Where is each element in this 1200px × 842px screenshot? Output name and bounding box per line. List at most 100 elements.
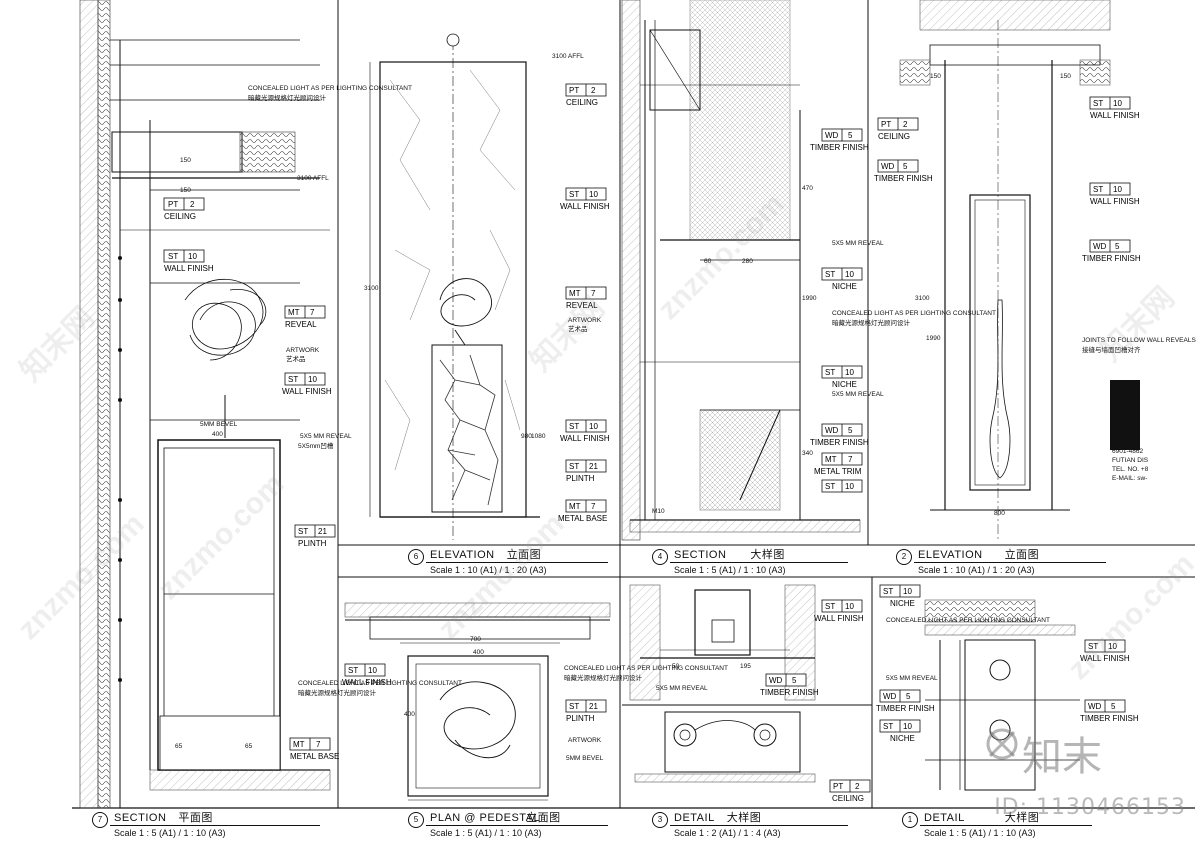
tag-label: REVEAL — [566, 301, 598, 310]
dimension: 3100 — [915, 295, 930, 302]
view-title-cn: 大样图 — [750, 549, 785, 561]
view-scale: Scale 1 : 5 (A1) / 1 : 10 (A3) — [674, 565, 786, 575]
material-tag: ST 21 PLINTH — [565, 459, 607, 483]
tag-label: TIMBER FINISH — [874, 174, 933, 183]
tag-label: WALL FINISH — [1090, 197, 1140, 206]
material-tag: ST 10 WALL FINISH — [1080, 639, 1130, 663]
note-reveal: 5X5 MM REVEAL — [656, 685, 708, 692]
note-email: E-MAIL: sw- — [1112, 475, 1147, 482]
tag-number: 5 — [848, 426, 853, 435]
material-tag: WD 5 TIMBER FINISH — [810, 128, 869, 152]
view-scale: Scale 1 : 5 (A1) / 1 : 10 (A3) — [430, 828, 542, 838]
material-tag: ST 10 WALL FINISH — [560, 187, 610, 211]
brand-logo-icon — [986, 728, 1018, 760]
tag-label: WALL FINISH — [164, 264, 214, 273]
material-tag: WD 5 TIMBER FINISH — [1080, 699, 1139, 723]
note-concealed-light-cn: 暗藏光源规格灯光顾问设计 — [298, 688, 377, 697]
dimension: 1990 — [802, 295, 817, 302]
dimension: 400 — [212, 431, 223, 438]
material-tag: MT 7 METAL BASE — [289, 737, 339, 761]
dimension: 60 — [704, 258, 712, 265]
note-concealed-light-cn: 暗藏光源规格灯光顾问设计 — [248, 93, 327, 102]
note-artwork: ARTWORK — [568, 317, 602, 324]
view-number: 1 — [902, 812, 918, 828]
tag-number: 10 — [589, 422, 598, 431]
tag-number: 21 — [589, 702, 598, 711]
tag-code: ST — [825, 368, 835, 377]
view-number: 7 — [92, 812, 108, 828]
tag-number: 2 — [903, 120, 908, 129]
tag-number: 10 — [845, 482, 854, 491]
tag-code: ST — [348, 666, 358, 675]
tag-code: MT — [293, 740, 305, 749]
view-number: 4 — [652, 549, 668, 565]
tag-number: 10 — [903, 722, 912, 731]
view-title-cn: 平面图 — [178, 812, 213, 824]
material-tag: ST 10 WALL FINISH — [1089, 96, 1140, 120]
view-scale: Scale 1 : 5 (A1) / 1 : 10 (A3) — [924, 828, 1036, 838]
tag-code: ST — [298, 527, 308, 536]
material-tag: WD 5 TIMBER FINISH — [810, 423, 869, 447]
view-title-cn: 大样图 — [726, 812, 762, 824]
dimension: 980 — [521, 433, 532, 440]
note-artwork: ARTWORK — [286, 347, 320, 354]
tag-code: ST — [168, 252, 178, 261]
tag-number: 10 — [188, 252, 197, 261]
tag-code: ST — [825, 270, 835, 279]
tag-label: CEILING — [878, 132, 910, 141]
tag-code: ST — [569, 190, 579, 199]
note-concealed-light: CONCEALED LIGHT AS PER LIGHTING CONSULTA… — [298, 680, 462, 687]
material-tag: ST 10 WALL FINISH — [163, 249, 214, 273]
brand-watermark: 知末 — [1022, 734, 1102, 780]
note-bevel: 5MM BEVEL — [566, 755, 604, 762]
note-concealed-light-cn: 暗藏光源规格灯光顾问设计 — [564, 673, 643, 682]
tag-number: 5 — [1115, 242, 1120, 251]
tag-label: NICHE — [890, 734, 915, 743]
dimension: 195 — [740, 663, 751, 670]
tag-number: 10 — [845, 368, 854, 377]
image-id-watermark: ID: 1130466153 — [994, 795, 1186, 820]
view-title-cn: 立面图 — [506, 549, 542, 561]
tag-code: ST — [1093, 185, 1103, 194]
tag-code: PT — [168, 200, 178, 209]
note-reveal: 5X5 MM REVEAL — [886, 675, 938, 682]
tag-code: WD — [881, 162, 895, 171]
note-artwork: ARTWORK — [568, 737, 602, 744]
dimension: 1990 — [926, 335, 941, 342]
view-scale: Scale 1 : 10 (A1) / 1 : 20 (A3) — [430, 565, 547, 575]
tag-code: PT — [881, 120, 891, 129]
material-tag: ST 10 WALL FINISH — [560, 419, 610, 443]
tag-code: ST — [1088, 642, 1098, 651]
tag-code: ST — [569, 462, 579, 471]
tag-number: 21 — [318, 527, 327, 536]
view-title: DETAIL — [924, 812, 965, 824]
view-number: 5 — [408, 812, 424, 828]
note-reveal: 5X5 MM REVEAL — [832, 391, 884, 398]
dimension: 150 — [180, 187, 191, 194]
view-title: ELEVATION — [430, 549, 495, 561]
material-tag: MT 7 METAL BASE — [558, 499, 607, 523]
tag-label: CEILING — [164, 212, 196, 221]
tag-number: 5 — [903, 162, 908, 171]
tag-label: REVEAL — [285, 320, 317, 329]
view-title: PLAN @ PEDESTAL — [430, 812, 541, 824]
tag-label: NICHE — [890, 599, 915, 608]
view-5-plan — [344, 602, 611, 801]
note-m10: M10 — [652, 508, 665, 515]
dimension: 3100 — [364, 285, 379, 292]
material-tag: WD 5 TIMBER FINISH — [760, 673, 819, 697]
tag-label: WALL FINISH — [342, 678, 392, 687]
tag-code: MT — [569, 502, 581, 511]
tag-number: 21 — [589, 462, 598, 471]
tag-code: ST — [569, 702, 579, 711]
tag-label: TIMBER FINISH — [1082, 254, 1141, 263]
tag-code: ST — [825, 602, 835, 611]
material-tag: ST 10 WALL FINISH — [342, 663, 392, 687]
note-bevel: 5MM BEVEL — [200, 421, 238, 428]
tag-label: WALL FINISH — [560, 434, 610, 443]
view-4-section — [621, 0, 861, 541]
material-tag: ST 10 NICHE — [879, 584, 921, 608]
